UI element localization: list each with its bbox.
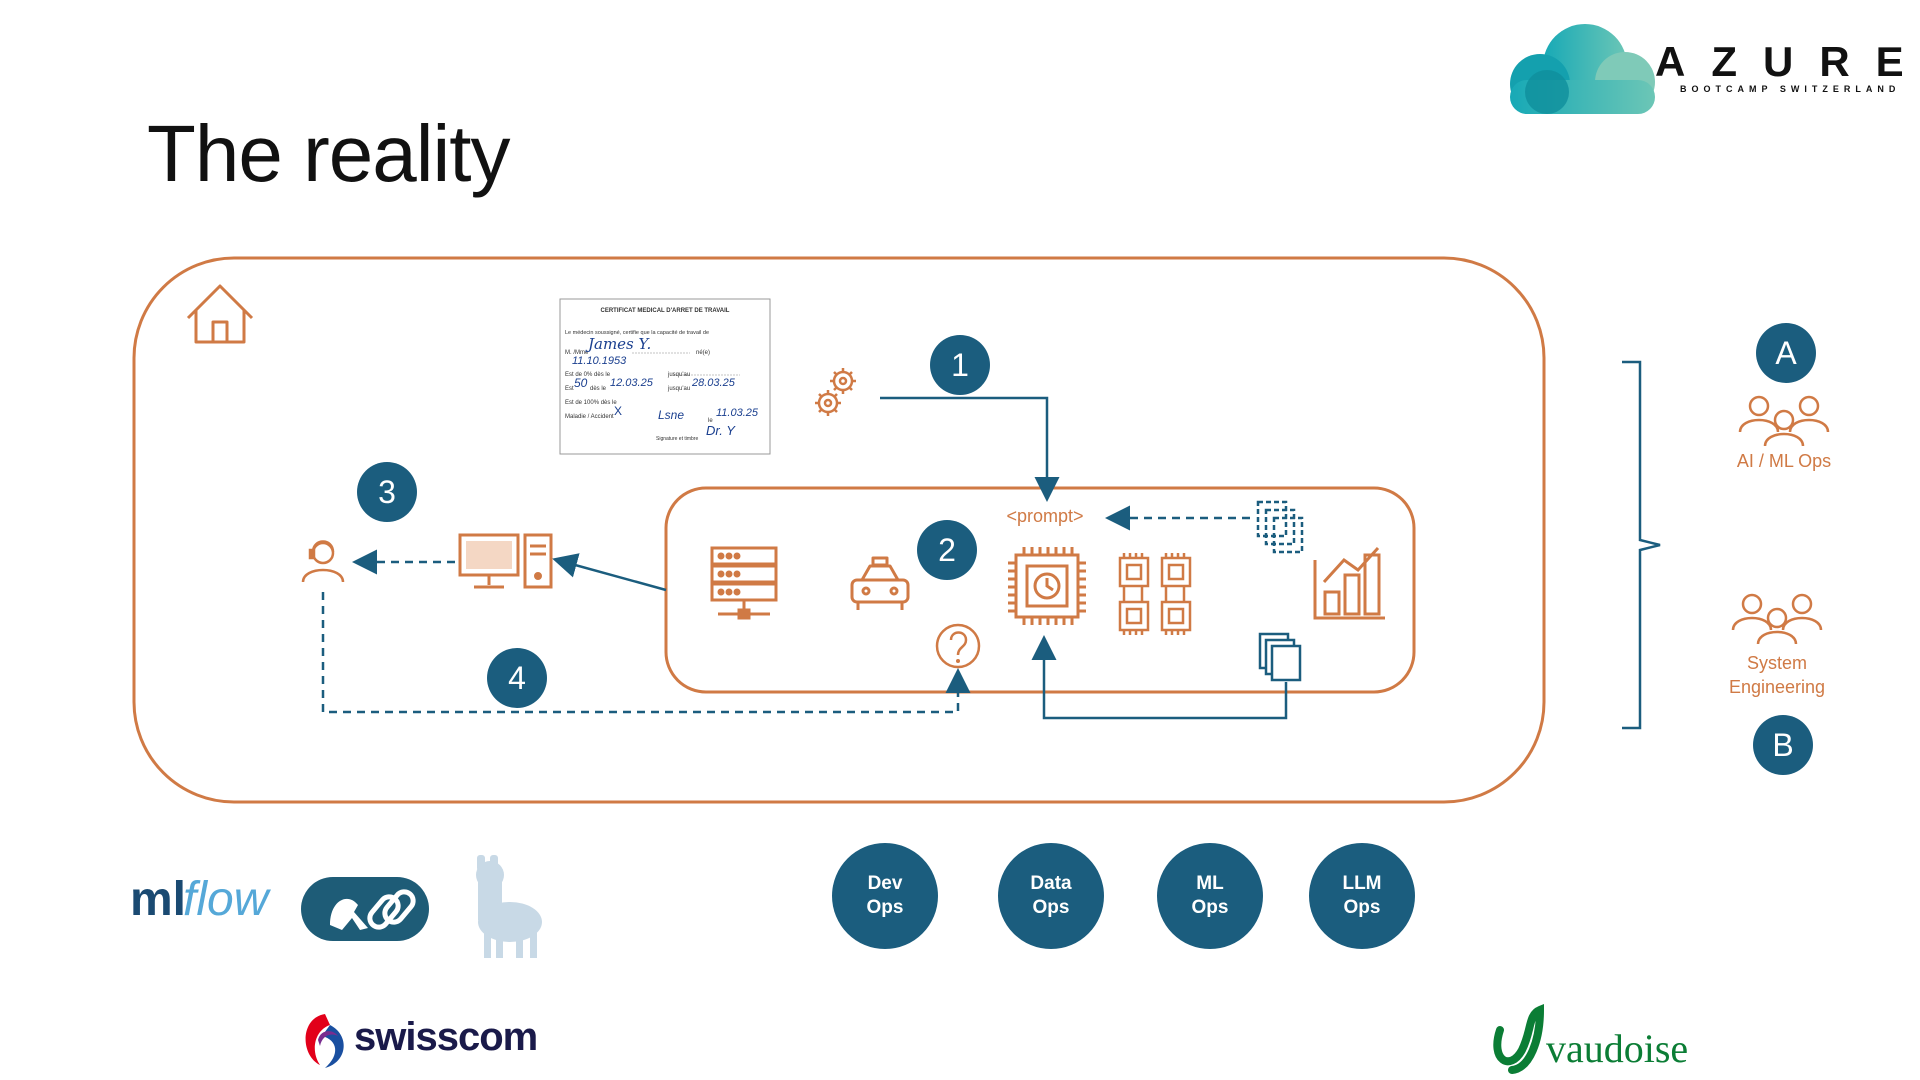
swisscom-icon <box>305 1014 344 1068</box>
question-icon <box>935 623 981 669</box>
support-agent-icon <box>301 540 345 583</box>
step-badge-3 <box>357 462 417 522</box>
ops-circle-mlops-line1: ML <box>1196 873 1224 894</box>
certificate-hundred-label: Est de 100% dès le <box>565 400 617 406</box>
step-badge-4 <box>487 648 547 708</box>
ops-circle-llmops-line2: Ops <box>1343 897 1381 918</box>
step-number-4: 4 <box>508 660 526 696</box>
certificate-intro: Le médecin soussigné, certifie que la ca… <box>565 330 710 336</box>
ops-circle-devops-line1: Dev <box>867 873 903 894</box>
vaudoise-icon <box>1493 1003 1545 1074</box>
role-badge-b <box>1753 715 1813 775</box>
llama-icon <box>476 855 542 958</box>
ops-circle-dataops-line1: Data <box>1030 873 1072 894</box>
certificate-dob-value: 11.10.1953 <box>572 355 627 367</box>
gears-icon <box>815 368 856 416</box>
mlflow-logo-ml: ml <box>130 873 187 926</box>
certificate-case-mark: X <box>614 404 623 418</box>
document-stack-icon <box>1256 500 1304 554</box>
team-icon <box>1731 593 1823 645</box>
step-number-3: 3 <box>378 474 396 510</box>
ops-circle-llmops-line1: LLM <box>1342 873 1382 894</box>
certificate-until-label-2: jusqu'au <box>668 386 691 392</box>
langchain-icon <box>301 877 429 941</box>
certificate-name-value: James Y. <box>588 335 652 353</box>
certificate-signature-label: Signature et timbre <box>656 436 699 442</box>
role-badge-b-letter: B <box>1772 727 1794 763</box>
certificate-frame <box>559 298 771 455</box>
page-title: The reality <box>147 109 510 198</box>
ops-circle-llmops: LLM Ops <box>1309 843 1415 949</box>
step-number-2: 2 <box>938 532 956 568</box>
certificate-fifty-until: 28.03.25 <box>692 377 735 389</box>
vaudoise-logo: vaudoise <box>1546 1026 1689 1071</box>
chip-grid-icon <box>1118 553 1192 635</box>
connector-platform-to-computer <box>552 553 667 592</box>
role-badge-a <box>1756 323 1816 383</box>
role-label-system: System <box>1746 653 1807 673</box>
bar-chart-icon <box>1313 546 1385 620</box>
chip-icon <box>1008 547 1086 625</box>
certificate-zero-label: Est de 0% dès le <box>565 372 611 378</box>
azure-logo-subtitle: BOOTCAMP SWITZERLAND <box>1680 84 1901 94</box>
certificate-date-label: le <box>708 418 713 424</box>
certificate-fifty-from: 12.03.25 <box>610 377 653 389</box>
connector-docs-to-chip <box>1031 635 1288 720</box>
certificate-fifty-from-label: dès le <box>590 386 607 392</box>
team-icon <box>1738 395 1830 447</box>
certificate-title: CERTIFICAT MEDICAL D'ARRET DE TRAVAIL <box>600 308 730 314</box>
connector-gears-to-chip <box>880 396 1060 502</box>
role-label-engineering: Engineering <box>1728 677 1826 697</box>
ops-circle-dataops-line2: Ops <box>1032 897 1070 918</box>
azure-logo-word: AZURE <box>1655 38 1920 85</box>
certificate-place-value: Lsne <box>658 408 685 422</box>
documents-icon <box>1258 632 1302 682</box>
outer-environment-box <box>132 256 1546 804</box>
medical-certificate: CERTIFICAT MEDICAL D'ARRET DE TRAVAIL Le… <box>560 299 770 454</box>
server-icon <box>710 546 778 620</box>
role-label-ai-ml-ops: AI / ML Ops <box>1736 451 1832 471</box>
step-number-1: 1 <box>951 347 969 383</box>
mlflow-logo-flow: flow <box>183 873 269 926</box>
certificate-date-value: 11.03.25 <box>716 407 759 419</box>
home-icon <box>186 284 254 344</box>
ops-circle-mlops-line2: Ops <box>1191 897 1229 918</box>
certificate-born-label: né(e) <box>696 350 711 356</box>
car-icon <box>850 556 910 610</box>
computer-icon <box>458 533 553 589</box>
role-bracket <box>1622 360 1661 730</box>
certificate-name-label: M. /Mme <box>565 350 589 356</box>
step-badge-1 <box>930 335 990 395</box>
ops-circle-mlops: ML Ops <box>1157 843 1263 949</box>
certificate-fifty-label: Est <box>565 386 574 392</box>
ops-circle-devops-line2: Ops <box>866 897 904 918</box>
connector-agent-to-question <box>321 592 971 714</box>
certificate-until-label-1: jusqu'au <box>668 372 691 378</box>
certificate-case-label: Maladie / Accident <box>565 414 614 420</box>
step-badge-2 <box>917 520 977 580</box>
certificate-signature-value: Dr. Y <box>706 423 735 438</box>
prompt-label: <prompt> <box>1006 506 1084 526</box>
role-badge-a-letter: A <box>1775 335 1797 371</box>
certificate-fifty-value: 50 <box>574 376 588 390</box>
swisscom-logo: swisscom <box>354 1015 538 1059</box>
